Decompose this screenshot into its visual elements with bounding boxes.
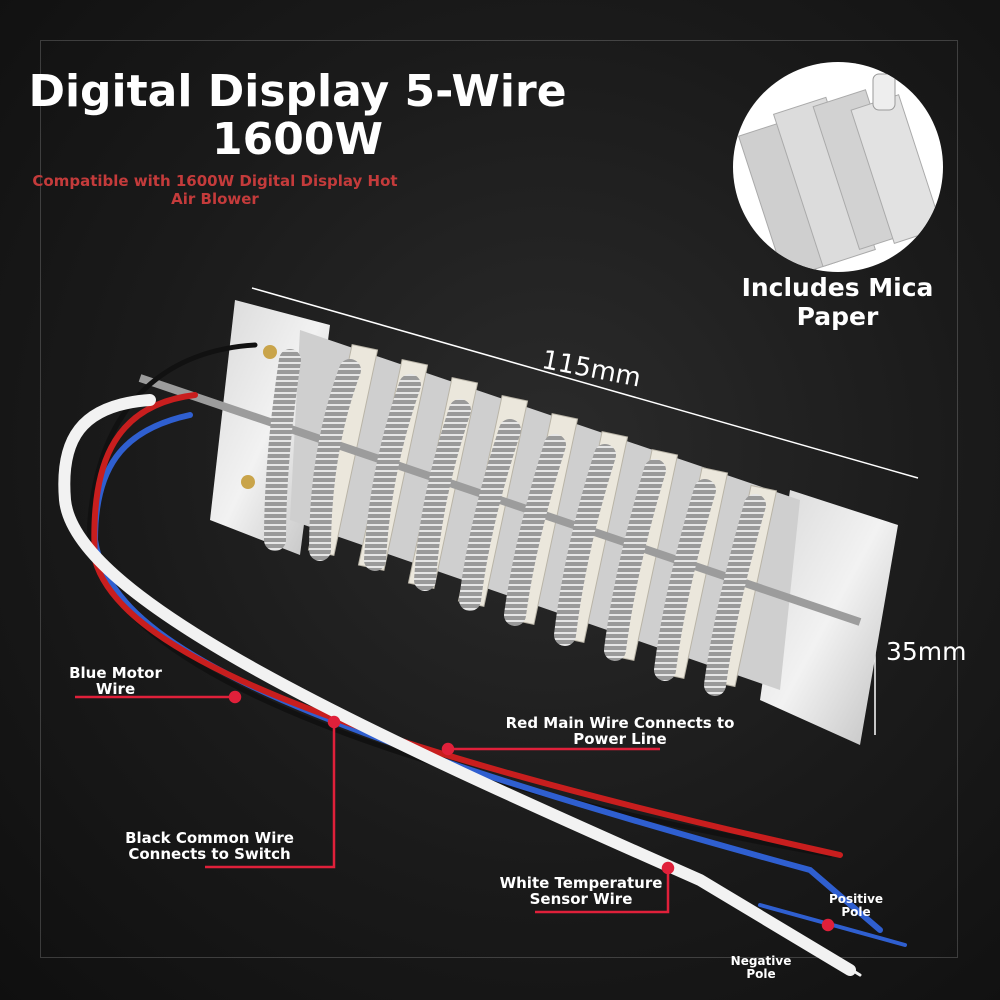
mica-board	[138, 300, 898, 745]
width-dimension-label: 35mm	[886, 637, 967, 666]
mica-caption: Includes Mica Paper	[725, 273, 950, 331]
negative-pole-label-line-2: Pole	[746, 967, 776, 981]
red-wire-label: Red Main Wire Connects to Power Line	[505, 715, 735, 747]
mica-caption-line-1: Includes Mica	[741, 273, 934, 302]
white-wire	[58, 394, 856, 976]
length-dimension-line	[251, 287, 919, 479]
compatibility-note: Compatible with 1600W Digital Display Ho…	[10, 172, 420, 208]
wire-bundle	[58, 342, 907, 977]
white-wire-label-line-1: White Temperature	[499, 874, 663, 892]
subtitle-line-2: Air Blower	[171, 190, 259, 208]
black-wire-label-line-1: Black Common Wire	[125, 829, 294, 847]
title-line-2: 1600W	[212, 114, 383, 165]
image-frame	[40, 40, 958, 958]
mica-caption-line-2: Paper	[796, 302, 879, 331]
white-wire-label-line-2: Sensor Wire	[529, 890, 633, 908]
callout-pointers	[75, 690, 835, 932]
positive-pole-label: Positive Pole	[820, 893, 892, 919]
positive-pole-label-line-1: Positive	[828, 892, 884, 906]
blue-wire-label-line-2: Wire	[95, 680, 136, 698]
black-wire-label-line-2: Connects to Switch	[128, 845, 291, 863]
positive-pole-label-line-2: Pole	[841, 905, 871, 919]
blue-wire-label-line-1: Blue Motor	[69, 664, 162, 682]
white-wire-label: White Temperature Sensor Wire	[495, 875, 667, 907]
red-wire-label-line-2: Power Line	[573, 730, 667, 748]
mica-sheets-icon	[737, 73, 943, 272]
black-wire-label: Black Common Wire Connects to Switch	[112, 830, 307, 862]
blue-wire	[91, 412, 883, 933]
red-wire	[91, 392, 843, 858]
page-title: Digital Display 5-Wire 1600W	[10, 68, 585, 164]
negative-lead	[703, 878, 862, 977]
blue-wire-label: Blue Motor Wire	[58, 665, 173, 697]
title-line-1: Digital Display 5-Wire	[28, 66, 567, 117]
subtitle-line-1: Compatible with 1600W Digital Display Ho…	[32, 172, 398, 190]
red-wire-label-line-1: Red Main Wire Connects to	[505, 714, 735, 732]
negative-pole-label-line-1: Negative	[730, 954, 792, 968]
mica-paper-photo	[733, 62, 943, 272]
negative-pole-label: Negative Pole	[725, 955, 797, 981]
